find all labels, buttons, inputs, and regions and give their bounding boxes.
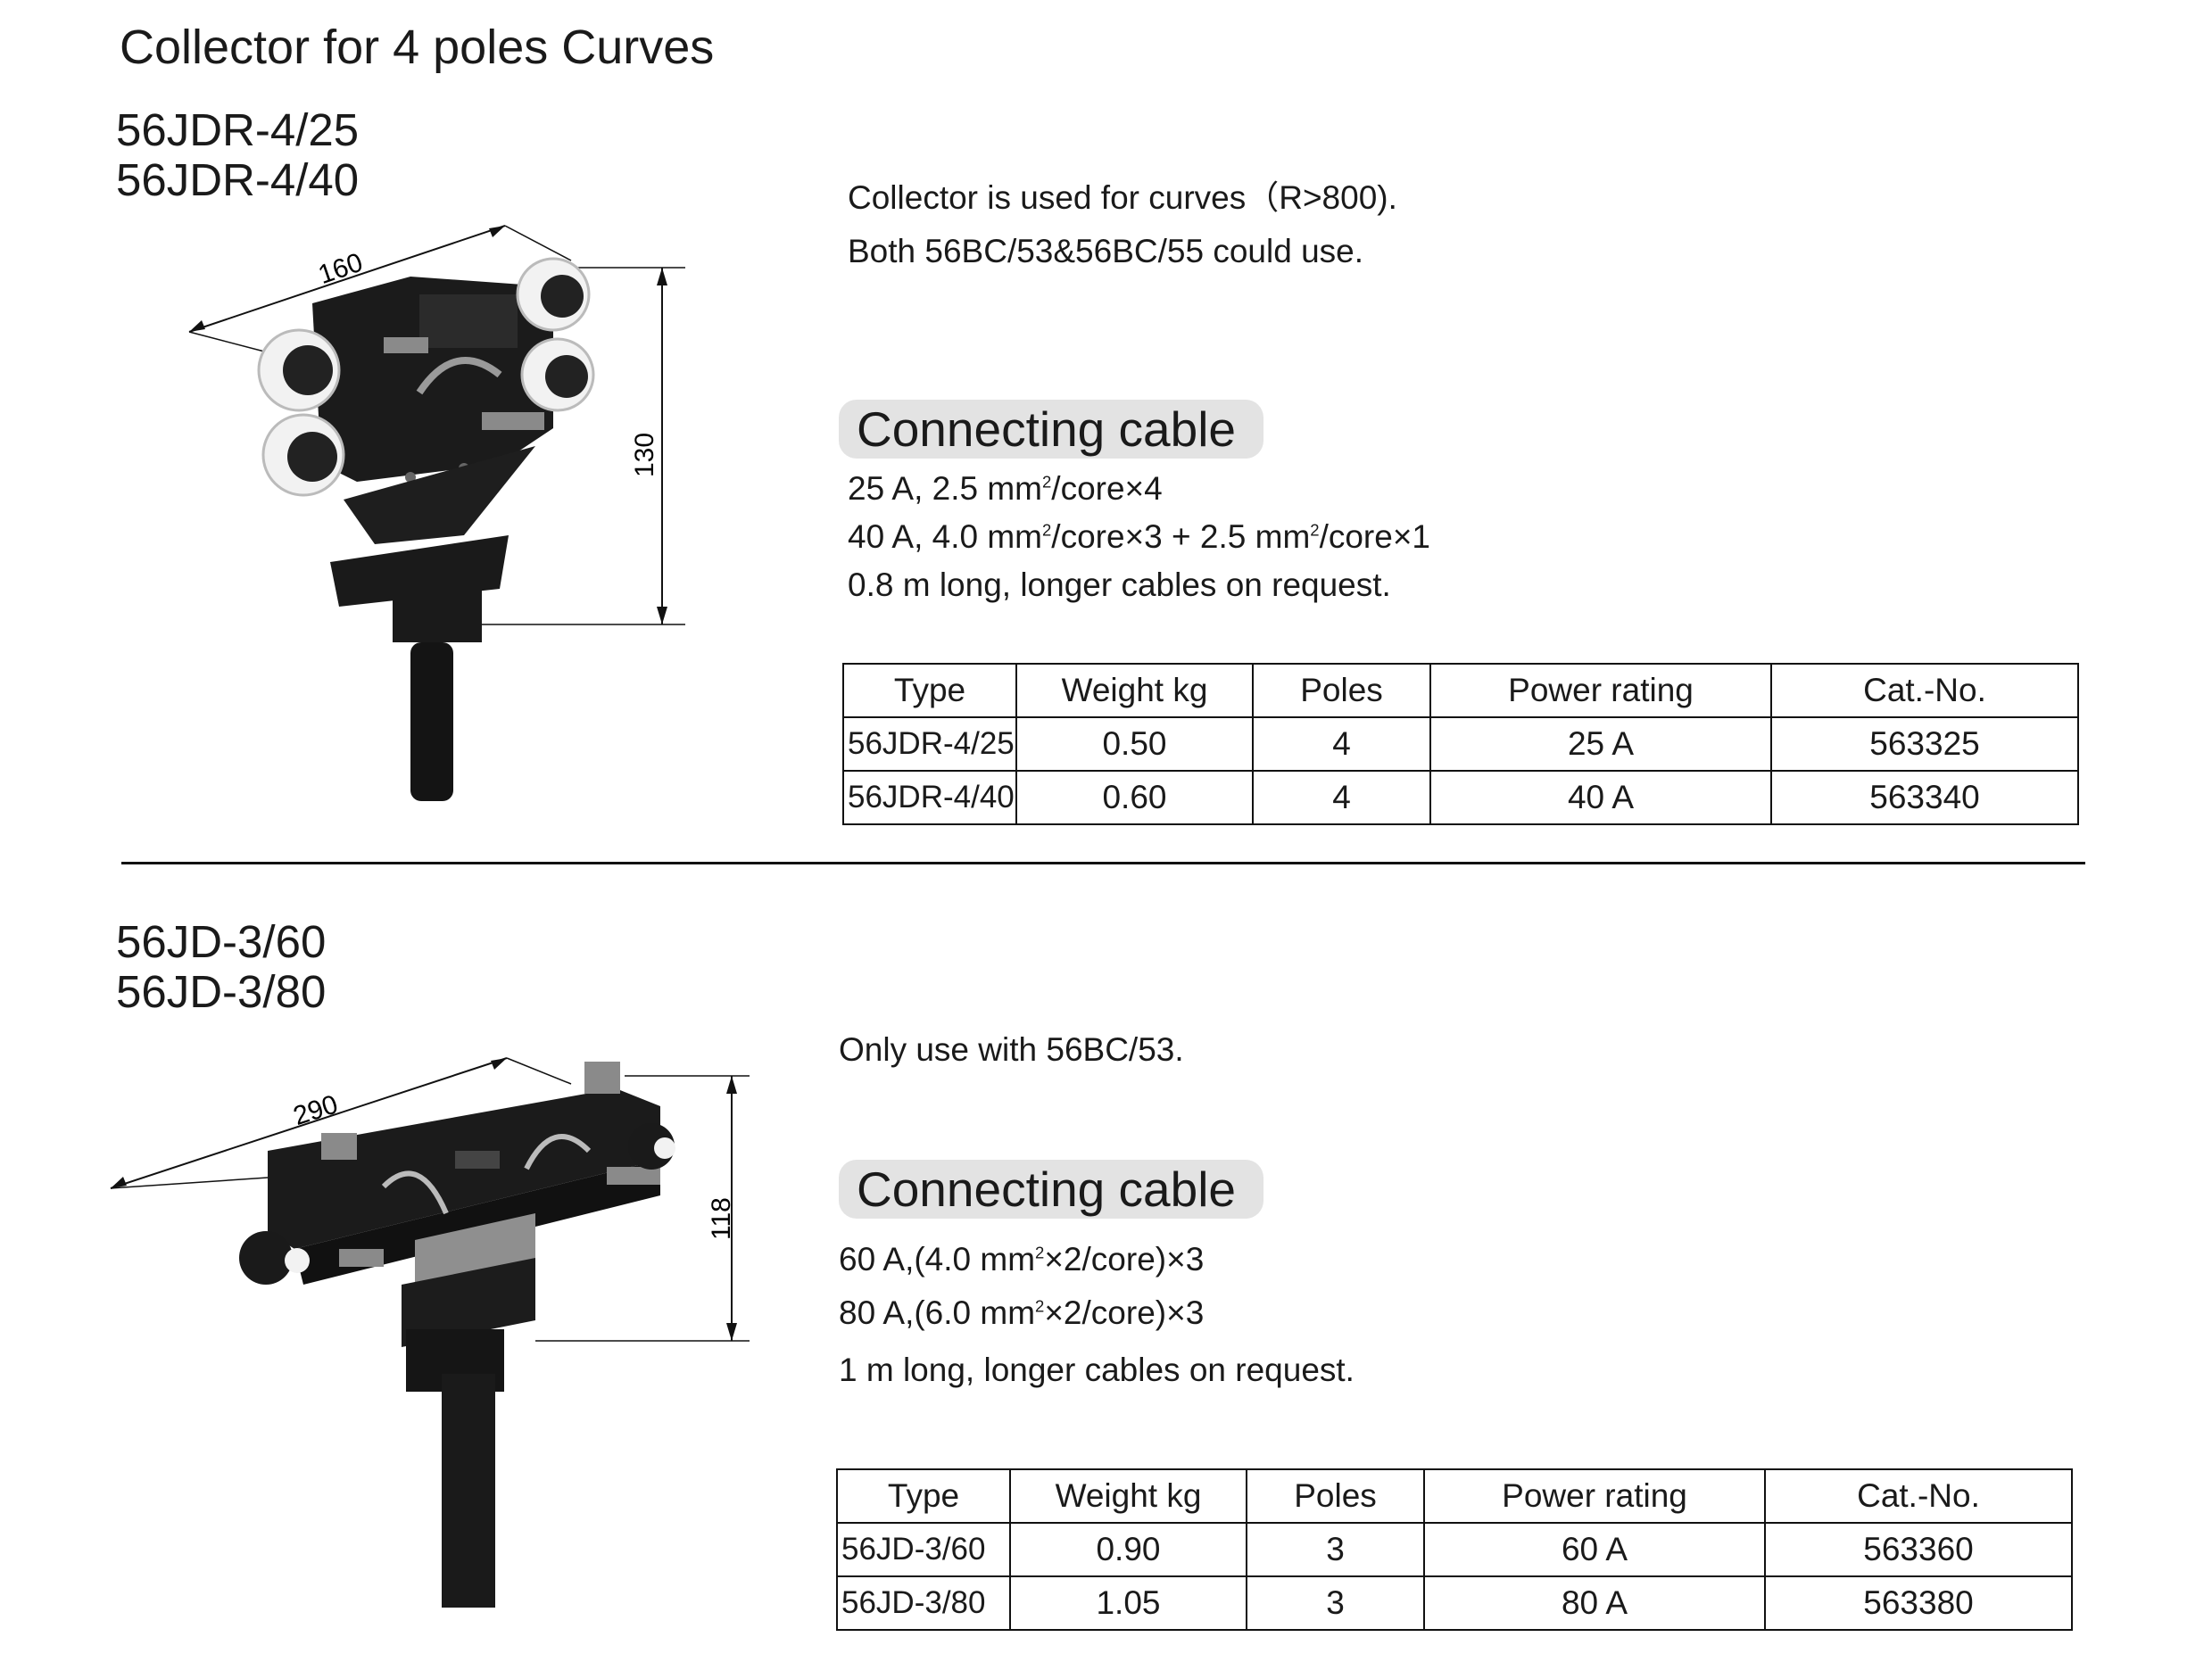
table-row: 56JD-3/60 0.90 3 60 A 563360 [836,1522,2073,1577]
table-header: Type [836,1468,1011,1524]
table-header: Weight kg [1015,663,1254,718]
page-title: Collector for 4 poles Curves [120,21,715,74]
model-name: 56JD-3/60 [116,916,327,967]
table-cell: 56JD-3/60 [836,1522,1011,1577]
spec-table: Type Weight kg Poles Power rating Cat.-N… [842,663,2079,825]
table-header-row: Type Weight kg Poles Power rating Cat.-N… [842,663,2079,718]
table-header: Cat.-No. [1764,1468,2073,1524]
cable-spec-line: 40 A, 4.0 mm2/core×3 + 2.5 mm2/core×1 [848,518,1431,555]
spec-table: Type Weight kg Poles Power rating Cat.-N… [836,1468,2073,1631]
table-header: Power rating [1429,663,1772,718]
table-header-row: Type Weight kg Poles Power rating Cat.-N… [836,1468,2073,1524]
table-cell: 40 A [1429,770,1772,825]
table-cell: 563380 [1764,1575,2073,1631]
table-row: 56JDR-4/40 0.60 4 40 A 563340 [842,770,2079,825]
table-cell: 0.90 [1009,1522,1247,1577]
table-cell: 0.60 [1015,770,1254,825]
model-name: 56JDR-4/40 [116,154,360,205]
table-cell: 3 [1246,1575,1425,1631]
table-cell: 3 [1246,1522,1425,1577]
dim-width-label: 290 [290,1089,342,1131]
cable-length-note: 0.8 m long, longer cables on request. [848,566,1391,603]
table-header: Power rating [1423,1468,1766,1524]
cable-heading: Connecting cable [839,400,1263,459]
usage-note: Collector is used for curves（R>800). [848,179,1397,216]
table-cell: 1.05 [1009,1575,1247,1631]
cable-spec-line: 80 A,(6.0 mm2×2/core)×3 [839,1294,1205,1331]
table-header: Weight kg [1009,1468,1247,1524]
table-cell: 4 [1252,716,1431,772]
section-divider [121,862,2085,864]
dim-height-label: 130 [630,433,659,477]
table-cell: 563360 [1764,1522,2073,1577]
cable-spec-line: 25 A, 2.5 mm2/core×4 [848,470,1163,507]
collector-3pole-illustration: 290 118 [110,1057,750,1608]
cable-heading: Connecting cable [839,1160,1263,1219]
model-name: 56JDR-4/25 [116,104,360,155]
table-header: Type [842,663,1017,718]
usage-note: Only use with 56BC/53. [839,1031,1184,1068]
table-cell: 4 [1252,770,1431,825]
table-cell: 56JDR-4/40 [842,770,1017,825]
table-cell: 563325 [1770,716,2079,772]
table-cell: 56JDR-4/25 [842,716,1017,772]
table-row: 56JD-3/80 1.05 3 80 A 563380 [836,1575,2073,1631]
model-name: 56JD-3/80 [116,966,327,1017]
table-cell: 0.50 [1015,716,1254,772]
table-cell: 80 A [1423,1575,1766,1631]
collector-4pole-illustration: 160 130 [188,225,685,801]
table-cell: 60 A [1423,1522,1766,1577]
table-header: Cat.-No. [1770,663,2079,718]
usage-note: Both 56BC/53&56BC/55 could use. [848,233,1363,269]
dim-height-label: 118 [707,1197,736,1240]
table-cell: 56JD-3/80 [836,1575,1011,1631]
table-header: Poles [1252,663,1431,718]
cable-length-note: 1 m long, longer cables on request. [839,1352,1355,1388]
cable-spec-line: 60 A,(4.0 mm2×2/core)×3 [839,1241,1205,1278]
dim-width-label: 160 [315,248,367,291]
table-row: 56JDR-4/25 0.50 4 25 A 563325 [842,716,2079,772]
table-cell: 563340 [1770,770,2079,825]
table-header: Poles [1246,1468,1425,1524]
table-cell: 25 A [1429,716,1772,772]
